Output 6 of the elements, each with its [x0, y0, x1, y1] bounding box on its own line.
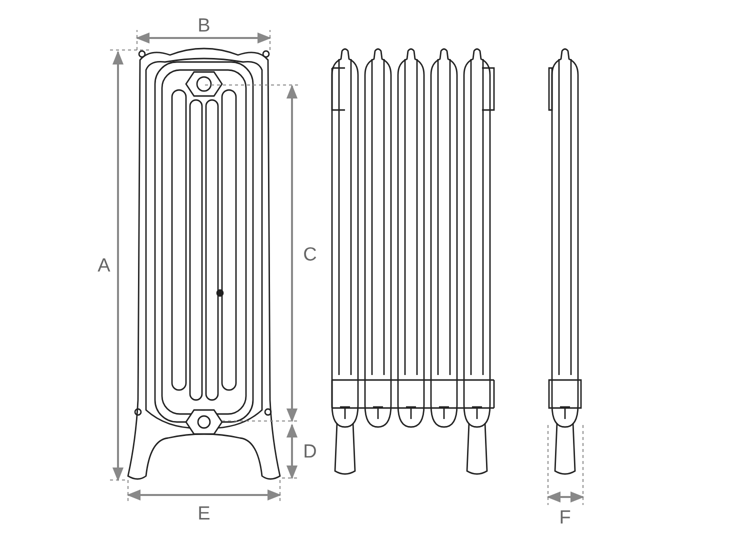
dimension-label: E [198, 504, 210, 524]
dimension-label: B [198, 16, 210, 36]
dimension-label: A [98, 256, 110, 276]
dimension-label: D [303, 442, 317, 462]
dimension-label: F [559, 508, 571, 528]
dimension-label: C [303, 246, 317, 264]
